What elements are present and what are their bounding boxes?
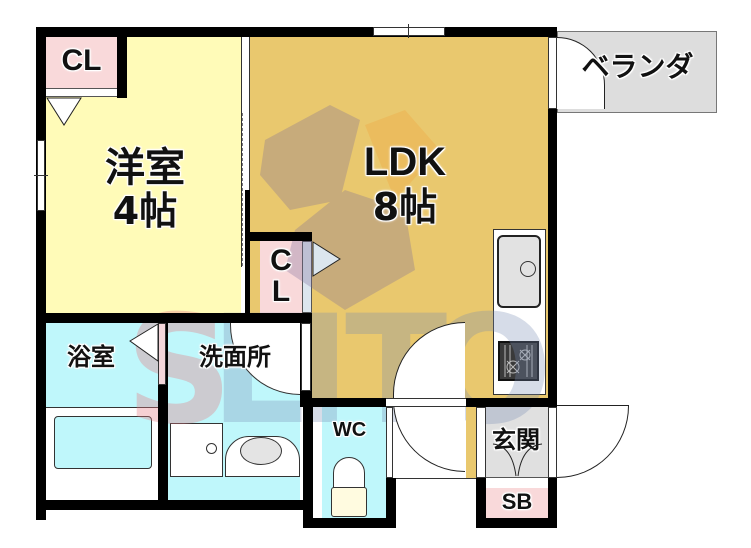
front-door[interactable] [557, 405, 629, 478]
ldk-size: 8帖 [372, 185, 438, 229]
shoe-box-label: SB [501, 489, 533, 514]
ldk-door-gap [386, 398, 466, 407]
hallway-lower-line [396, 478, 476, 479]
closet-top-floor [46, 37, 117, 88]
wall-top [36, 27, 557, 37]
closet-top-label: CL [61, 44, 102, 77]
wall-left [36, 27, 46, 520]
wall-washroom-right-door-gap [301, 323, 311, 391]
closet-top-door-icon [46, 97, 82, 126]
wall-wc-right-lower [386, 478, 396, 528]
wall-entrance-bottom [476, 518, 557, 528]
logo-watermark [260, 100, 440, 310]
closet-top-door-strip [46, 88, 117, 97]
bathtub-icon [54, 416, 152, 469]
entrance-step-arrow-icon [492, 443, 543, 477]
gas-stove-icon [498, 341, 539, 381]
entrance-step [486, 477, 548, 488]
ldk-name: LDK [363, 140, 447, 184]
wall-bath-wash [158, 323, 168, 510]
faucet-icon [520, 261, 536, 277]
wall-wc-bottom [303, 518, 396, 528]
western-room-size: 4帖 [112, 189, 178, 233]
entrance-inner-left-line [476, 407, 486, 478]
entrance-floor [486, 407, 548, 477]
wall-closet-mid-top [250, 232, 312, 241]
washroom-label: 洗面所 [199, 343, 271, 371]
wall-western-ldk-lower [245, 190, 250, 323]
sliding-door-western-ldk[interactable] [241, 37, 250, 267]
wall-right [548, 27, 557, 407]
sliding-door-track [242, 113, 245, 266]
window-top [373, 27, 445, 36]
wall-mid-horizontal [36, 313, 312, 323]
washbasin-icon [240, 437, 282, 465]
wall-bottom-bath [36, 500, 312, 510]
window-top-divider [408, 24, 409, 38]
toilet-tank-icon [331, 487, 367, 517]
shoe-box-floor [486, 488, 548, 518]
closet-mid-door-icon [312, 241, 341, 277]
wc-door[interactable] [386, 407, 393, 478]
wall-entrance-left [476, 478, 486, 528]
wc-label: WC [332, 419, 367, 441]
hallway-ldk-part [466, 407, 476, 478]
bathroom-door-icon [129, 323, 159, 362]
wall-entrance-right-lower [548, 478, 557, 528]
wall-wc-left [303, 398, 313, 528]
entrance-door-gap [548, 407, 557, 478]
drain-icon [206, 443, 217, 454]
wall-closet-top-right [117, 37, 127, 98]
stove-burners-icon [504, 345, 533, 377]
window-left-divider [34, 175, 48, 176]
bathroom-label: 浴室 [67, 343, 115, 371]
veranda-label: ベランダ [581, 50, 694, 83]
closet-mid-label-l: L [271, 275, 291, 308]
entrance-label: 玄関 [492, 426, 540, 454]
closet-mid-floor [260, 241, 302, 313]
closet-mid-label-c: C [270, 244, 292, 277]
veranda-door[interactable] [548, 37, 557, 109]
closet-mid-door-strip [302, 241, 312, 313]
western-room-name: 洋室 [105, 145, 185, 191]
bathroom-door[interactable] [158, 323, 166, 385]
